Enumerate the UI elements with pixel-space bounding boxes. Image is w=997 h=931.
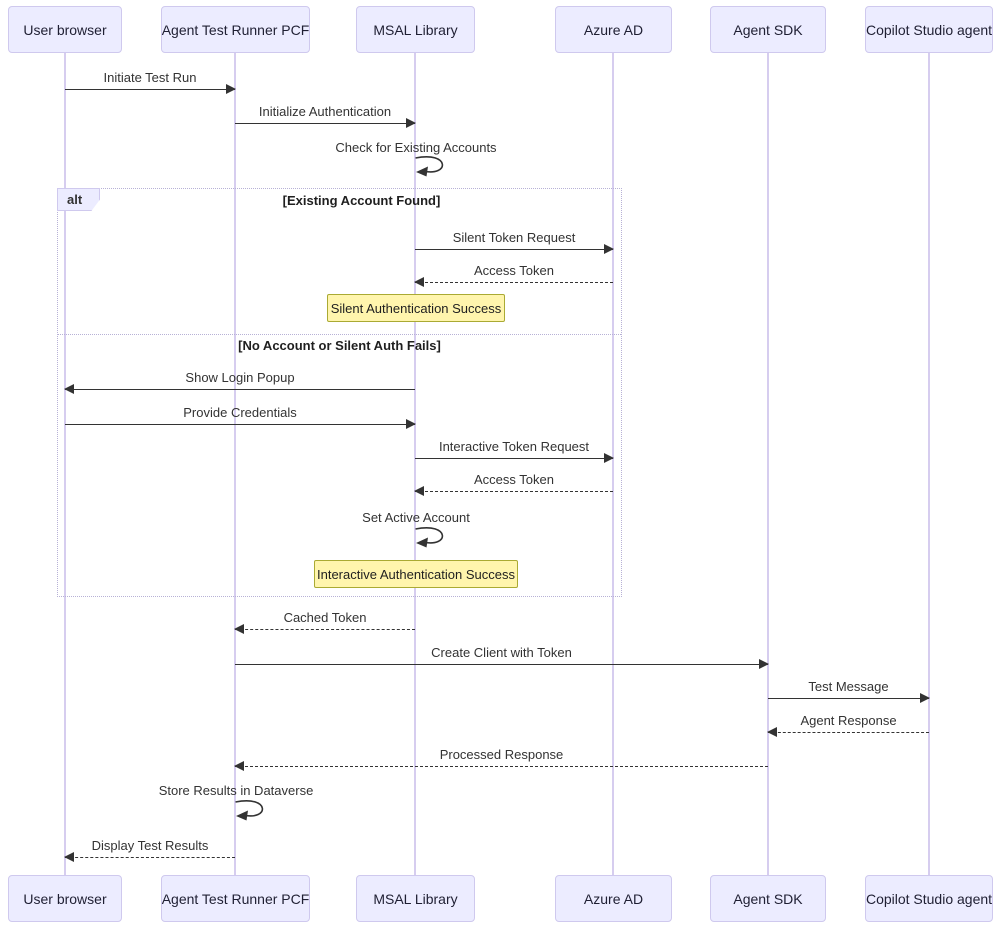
message-label: Create Client with Token	[431, 645, 572, 660]
message-label: Provide Credentials	[183, 405, 297, 420]
note-text: Interactive Authentication Success	[316, 566, 515, 582]
message-interactive-token-request: Interactive Token Request	[415, 439, 614, 463]
message-label: Agent Response	[800, 713, 897, 728]
message-label: Access Token	[474, 472, 554, 487]
message-processed-response: Processed Response	[234, 747, 768, 771]
actor-label: Agent Test Runner PCF	[161, 21, 310, 38]
message-initiate-test-run: Initiate Test Run	[65, 70, 236, 94]
lifeline-user-browser	[64, 53, 66, 875]
arrow-solid-right	[65, 419, 416, 429]
message-set-active-account: Set Active Account	[362, 510, 470, 525]
message-label: Display Test Results	[91, 838, 209, 853]
lifeline-agent-sdk	[767, 53, 769, 875]
actor-label: User browser	[23, 21, 107, 38]
message-create-client-with-token: Create Client with Token	[235, 645, 769, 669]
message-display-test-results: Display Test Results	[64, 838, 235, 862]
self-loop-arrow	[235, 800, 264, 821]
message-store-results-dataverse: Store Results in Dataverse	[158, 783, 314, 798]
arrow-solid-right	[235, 659, 769, 669]
actor-top-azure-ad: Azure AD	[555, 6, 672, 53]
message-provide-credentials: Provide Credentials	[65, 405, 416, 429]
actor-label: User browser	[23, 890, 107, 907]
message-label: Show Login Popup	[185, 370, 295, 385]
arrow-dashed-left	[414, 486, 613, 496]
message-label: Silent Token Request	[452, 230, 576, 245]
message-label: Access Token	[474, 263, 554, 278]
lifeline-copilot-studio	[928, 53, 930, 875]
actor-bottom-azure-ad: Azure AD	[555, 875, 672, 922]
actor-top-msal-library: MSAL Library	[356, 6, 475, 53]
note-text: Silent Authentication Success	[330, 300, 502, 316]
message-label: Initialize Authentication	[258, 104, 392, 119]
arrow-dashed-left	[234, 761, 768, 771]
self-loop-arrow	[415, 527, 444, 548]
actor-bottom-agent-test-runner: Agent Test Runner PCF	[161, 875, 310, 922]
note-interactive-auth-success: Interactive Authentication Success	[314, 560, 518, 588]
actor-label: Azure AD	[583, 21, 644, 38]
message-label: Test Message	[808, 679, 889, 694]
arrow-dashed-left	[234, 624, 415, 634]
alt-else-divider	[58, 334, 621, 335]
note-silent-auth-success: Silent Authentication Success	[327, 294, 505, 322]
arrow-dashed-left	[64, 852, 235, 862]
actor-bottom-user-browser: User browser	[8, 875, 122, 922]
arrow-solid-left	[64, 384, 415, 394]
arrow-solid-right	[768, 693, 930, 703]
actor-bottom-agent-sdk: Agent SDK	[710, 875, 826, 922]
message-silent-token-request: Silent Token Request	[415, 230, 614, 254]
actor-bottom-msal-library: MSAL Library	[356, 875, 475, 922]
self-loop-arrow	[415, 156, 444, 177]
actor-label: Copilot Studio agent	[865, 21, 993, 38]
message-label: Initiate Test Run	[103, 70, 197, 85]
message-initialize-authentication: Initialize Authentication	[235, 104, 416, 128]
message-cached-token: Cached Token	[234, 610, 415, 634]
arrow-solid-right	[415, 244, 614, 254]
actor-top-copilot-studio: Copilot Studio agent	[865, 6, 993, 53]
actor-label: Agent SDK	[733, 890, 803, 907]
arrow-solid-right	[65, 84, 236, 94]
actor-label: Copilot Studio agent	[865, 890, 993, 907]
actor-label: Azure AD	[583, 890, 644, 907]
alt-guard-existing-account: [Existing Account Found]	[282, 193, 441, 208]
actor-label: MSAL Library	[373, 890, 458, 907]
actor-top-user-browser: User browser	[8, 6, 122, 53]
actor-label: Agent SDK	[733, 21, 803, 38]
lifeline-msal-library	[414, 53, 416, 875]
alt-operator-label: alt	[57, 188, 100, 211]
message-access-token-silent: Access Token	[414, 263, 613, 287]
actor-label: Agent Test Runner PCF	[161, 890, 310, 907]
message-label: Interactive Token Request	[438, 439, 590, 454]
arrow-solid-right	[415, 453, 614, 463]
actor-bottom-copilot-studio: Copilot Studio agent	[865, 875, 993, 922]
message-test-message: Test Message	[768, 679, 930, 703]
actor-top-agent-test-runner: Agent Test Runner PCF	[161, 6, 310, 53]
message-access-token-interactive: Access Token	[414, 472, 613, 496]
actor-top-agent-sdk: Agent SDK	[710, 6, 826, 53]
message-label: Processed Response	[439, 747, 564, 762]
alt-fragment-frame: alt [Existing Account Found] [No Account…	[57, 188, 622, 597]
lifeline-agent-test-runner	[234, 53, 236, 875]
actor-label: MSAL Library	[373, 21, 458, 38]
arrow-dashed-left	[414, 277, 613, 287]
arrow-solid-right	[235, 118, 416, 128]
alt-guard-no-account: [No Account or Silent Auth Fails]	[238, 338, 441, 353]
message-label: Cached Token	[283, 610, 367, 625]
message-check-existing-accounts: Check for Existing Accounts	[335, 140, 497, 155]
message-show-login-popup: Show Login Popup	[64, 370, 415, 394]
lifeline-azure-ad	[612, 53, 614, 875]
message-agent-response: Agent Response	[767, 713, 929, 737]
arrow-dashed-left	[767, 727, 929, 737]
